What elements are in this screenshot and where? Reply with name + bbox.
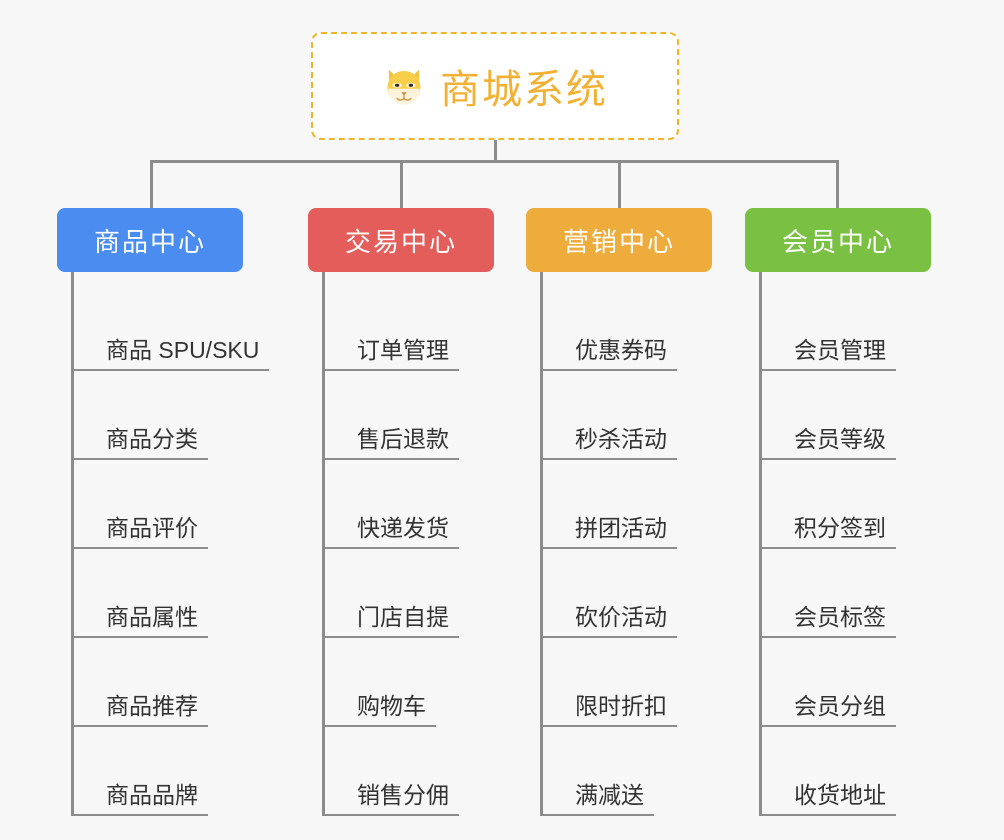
leaf-label: 优惠券码 xyxy=(543,337,677,371)
category-label: 营销中心 xyxy=(562,226,675,257)
leaf-label: 商品分类 xyxy=(74,426,208,460)
leaf-label: 会员分组 xyxy=(762,693,896,727)
list-item[interactable]: 会员分组 xyxy=(759,638,931,727)
leaf-label: 会员管理 xyxy=(762,337,896,371)
leaf-label: 商品推荐 xyxy=(74,693,208,727)
category-label: 商品中心 xyxy=(93,226,206,257)
leaf-list-trade-center: 订单管理 售后退款 快递发货 门店自提 购物车 销售分佣 xyxy=(322,272,494,816)
leaf-label: 商品属性 xyxy=(74,604,208,638)
list-item[interactable]: 砍价活动 xyxy=(540,549,712,638)
branch-marketing-center: 营销中心 优惠券码 秒杀活动 拼团活动 砍价活动 限时折扣 满减送 xyxy=(526,208,712,816)
leaf-list-product-center: 商品 SPU/SKU 商品分类 商品评价 商品属性 商品推荐 商品品牌 xyxy=(71,272,270,816)
list-item[interactable]: 购物车 xyxy=(322,638,494,727)
leaf-spine xyxy=(759,272,762,816)
leaf-label: 积分签到 xyxy=(762,515,896,549)
list-item[interactable]: 商品评价 xyxy=(71,460,269,549)
branch-member-center: 会员中心 会员管理 会员等级 积分签到 会员标签 会员分组 收货地址 xyxy=(745,208,931,816)
list-item[interactable]: 限时折扣 xyxy=(540,638,712,727)
category-box-trade-center[interactable]: 交易中心 xyxy=(308,208,494,272)
leaf-label: 满减送 xyxy=(543,782,654,816)
branch-product-center: 商品中心 商品 SPU/SKU 商品分类 商品评价 商品属性 商品推荐 商品品牌 xyxy=(57,208,270,816)
list-item[interactable]: 满减送 xyxy=(540,727,712,816)
connector-bus xyxy=(150,160,838,163)
list-item[interactable]: 优惠券码 xyxy=(540,282,712,371)
leaf-spine xyxy=(322,272,325,816)
leaf-spine xyxy=(540,272,543,816)
leaf-label: 销售分佣 xyxy=(325,782,459,816)
branch-trade-center: 交易中心 订单管理 售后退款 快递发货 门店自提 购物车 销售分佣 xyxy=(308,208,494,816)
leaf-label: 砍价活动 xyxy=(543,604,677,638)
list-item[interactable]: 销售分佣 xyxy=(322,727,494,816)
list-item[interactable]: 快递发货 xyxy=(322,460,494,549)
list-item[interactable]: 秒杀活动 xyxy=(540,371,712,460)
list-item[interactable]: 售后退款 xyxy=(322,371,494,460)
root-node[interactable]: 商城系统 xyxy=(311,32,679,140)
list-item[interactable]: 商品 SPU/SKU xyxy=(71,282,270,371)
connector-drop-2 xyxy=(400,160,403,208)
category-label: 交易中心 xyxy=(344,226,457,257)
leaf-label: 秒杀活动 xyxy=(543,426,677,460)
category-box-member-center[interactable]: 会员中心 xyxy=(745,208,931,272)
leaf-label: 快递发货 xyxy=(325,515,459,549)
leaf-label: 门店自提 xyxy=(325,604,459,638)
category-label: 会员中心 xyxy=(781,226,894,257)
leaf-label: 售后退款 xyxy=(325,426,459,460)
leaf-list-marketing-center: 优惠券码 秒杀活动 拼团活动 砍价活动 限时折扣 满减送 xyxy=(540,272,712,816)
leaf-label: 商品 SPU/SKU xyxy=(74,337,270,371)
list-item[interactable]: 商品推荐 xyxy=(71,638,269,727)
leaf-label: 限时折扣 xyxy=(543,693,677,727)
leaf-label: 购物车 xyxy=(325,693,436,727)
leaf-label: 会员等级 xyxy=(762,426,896,460)
list-item[interactable]: 会员等级 xyxy=(759,371,931,460)
category-box-product-center[interactable]: 商品中心 xyxy=(57,208,243,272)
list-item[interactable]: 积分签到 xyxy=(759,460,931,549)
list-item[interactable]: 会员管理 xyxy=(759,282,931,371)
leaf-label: 订单管理 xyxy=(325,337,459,371)
dog-face-icon xyxy=(382,64,426,108)
leaf-label: 收货地址 xyxy=(762,782,896,816)
leaf-spine xyxy=(71,272,74,816)
list-item[interactable]: 商品品牌 xyxy=(71,727,269,816)
leaf-label: 拼团活动 xyxy=(543,515,677,549)
list-item[interactable]: 会员标签 xyxy=(759,549,931,638)
leaf-label: 商品评价 xyxy=(74,515,208,549)
root-title: 商城系统 xyxy=(440,68,608,112)
category-box-marketing-center[interactable]: 营销中心 xyxy=(526,208,712,272)
list-item[interactable]: 拼团活动 xyxy=(540,460,712,549)
connector-drop-3 xyxy=(618,160,621,208)
leaf-list-member-center: 会员管理 会员等级 积分签到 会员标签 会员分组 收货地址 xyxy=(759,272,931,816)
leaf-label: 会员标签 xyxy=(762,604,896,638)
list-item[interactable]: 订单管理 xyxy=(322,282,494,371)
connector-trunk xyxy=(494,140,497,162)
connector-drop-4 xyxy=(836,160,839,208)
list-item[interactable]: 收货地址 xyxy=(759,727,931,816)
leaf-label: 商品品牌 xyxy=(74,782,208,816)
connector-drop-1 xyxy=(150,160,153,208)
list-item[interactable]: 商品属性 xyxy=(71,549,269,638)
list-item[interactable]: 商品分类 xyxy=(71,371,269,460)
list-item[interactable]: 门店自提 xyxy=(322,549,494,638)
